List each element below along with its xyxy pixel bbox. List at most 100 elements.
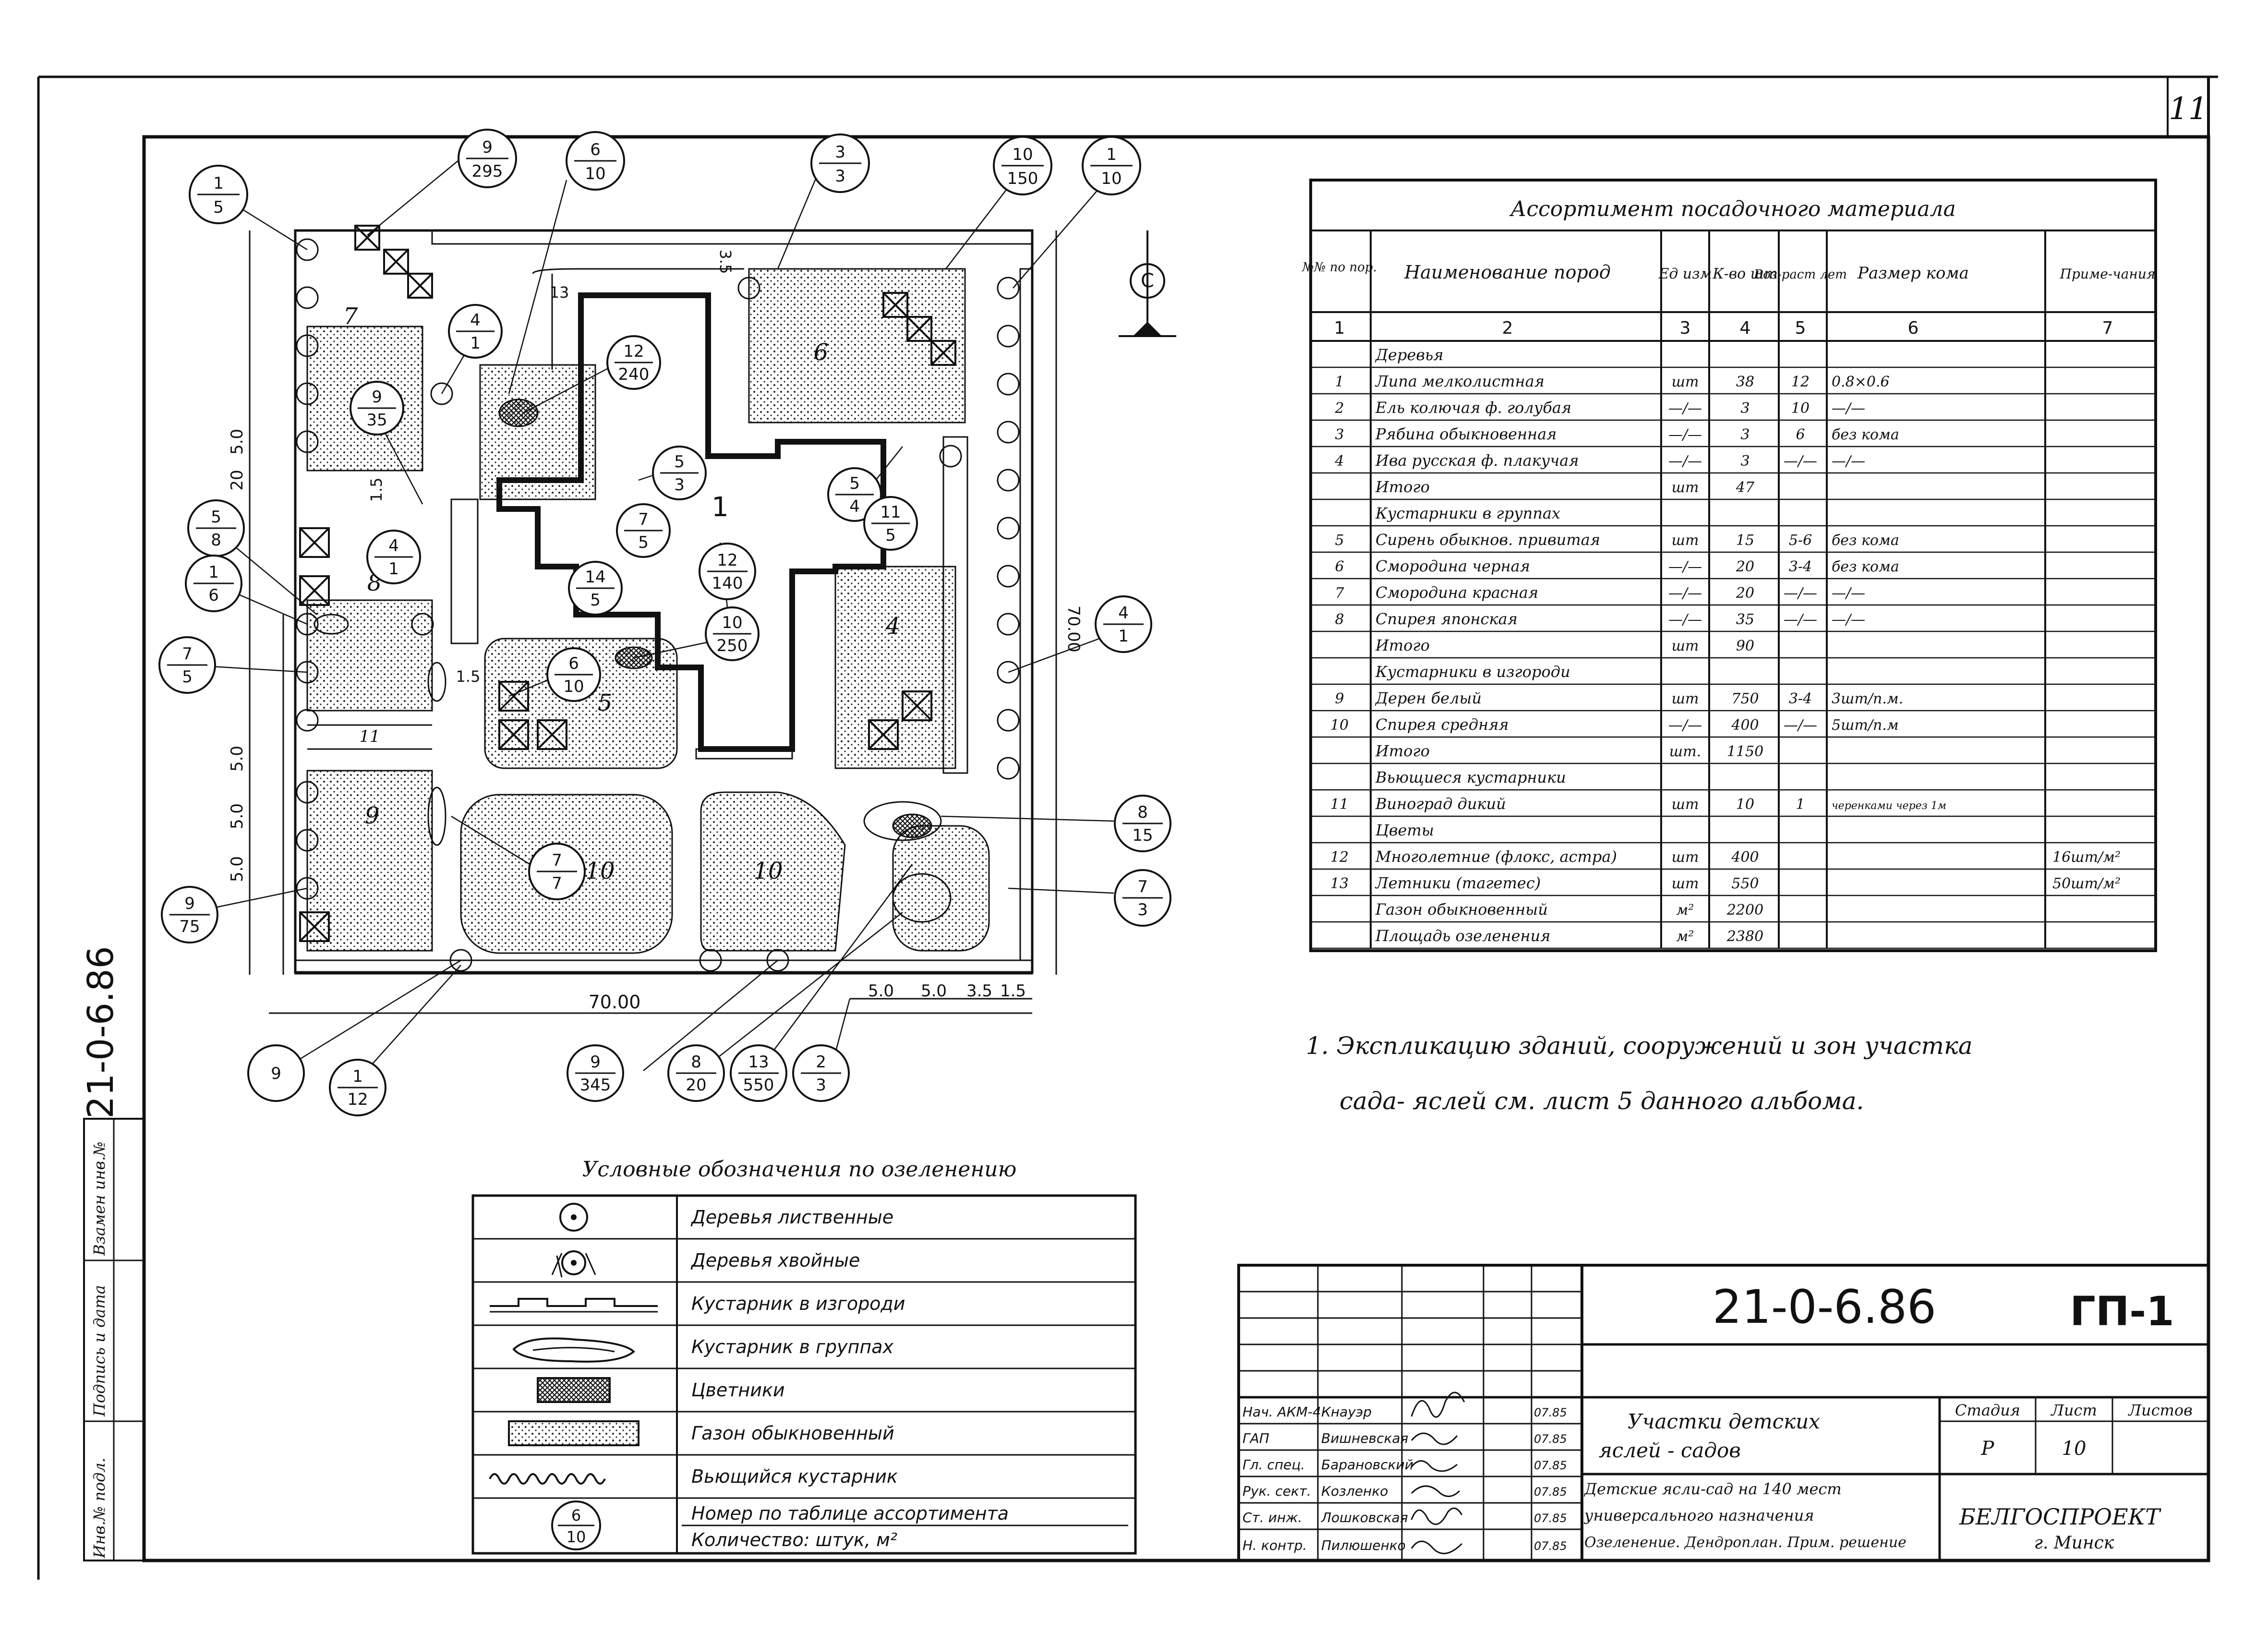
callout: 145 xyxy=(568,561,623,616)
table-cell: 3 xyxy=(1335,426,1344,443)
callout-quantity: 10 xyxy=(1101,169,1122,188)
staff-name: Козленко xyxy=(1321,1483,1388,1499)
table-cell: шт xyxy=(1672,479,1699,496)
col-number: 1 xyxy=(1334,318,1345,338)
callout-quantity: 140 xyxy=(712,574,743,593)
callout-number: 9 xyxy=(184,894,195,913)
staff-role: Нач. АКМ-4 xyxy=(1243,1404,1321,1420)
table-cell: Кустарники в группах xyxy=(1375,504,1560,522)
table-cell: 0.8×0.6 xyxy=(1832,374,1890,390)
zone-label: 9 xyxy=(365,802,380,829)
sheet-frame xyxy=(37,75,2218,1580)
legend-label: Газон обыкновенный xyxy=(691,1423,894,1444)
callout-number: 5 xyxy=(674,452,685,472)
table-cell: —/— xyxy=(1668,453,1702,470)
legend-label: Номер по таблице ассортимента xyxy=(691,1503,1009,1524)
callout-quantity: 35 xyxy=(366,411,387,430)
callout-number: 9 xyxy=(271,1064,281,1083)
table-cell: 5-6 xyxy=(1789,532,1812,549)
callout-number: 9 xyxy=(590,1052,601,1072)
dim-label: 70.00 xyxy=(1064,605,1083,652)
table-cell: 1 xyxy=(1796,796,1805,813)
table-cell: Вьющиеся кустарники xyxy=(1375,768,1566,786)
table-cell: 16шт/м² xyxy=(2052,849,2121,866)
callout-number: 10 xyxy=(1012,145,1033,164)
table-cell: —/— xyxy=(1668,558,1702,575)
callout: 935 xyxy=(350,381,404,435)
legend-label: Кустарник в группах xyxy=(691,1336,893,1357)
zone-label: 10 xyxy=(585,858,615,884)
table-cell: шт. xyxy=(1669,743,1701,760)
flower-bed-icon xyxy=(537,1377,611,1403)
callout-quantity: 5 xyxy=(638,533,649,552)
deciduous-tree-icon xyxy=(559,1203,588,1232)
table-cell: —/— xyxy=(1832,585,1865,602)
table-cell: 20 xyxy=(1736,585,1754,602)
general-note: 1. Экспликацию зданий, сооружений и зон … xyxy=(1306,1032,1973,1115)
stage-value: Р xyxy=(1981,1438,1995,1460)
callout-number: 7 xyxy=(182,644,193,664)
callout-quantity: 240 xyxy=(618,365,650,384)
table-cell: —/— xyxy=(1668,400,1702,417)
callout-number: 2 xyxy=(816,1052,826,1072)
dim-label: 1.5 xyxy=(456,667,481,686)
table-cell: —/— xyxy=(1784,611,1817,628)
table-cell: Итого xyxy=(1375,742,1430,760)
callout-quantity: 5 xyxy=(213,198,224,217)
table-cell: —/— xyxy=(1832,611,1865,628)
callout-number: 3 xyxy=(835,143,845,162)
staff-role: Рук. сект. xyxy=(1243,1483,1311,1499)
table-cell: 15 xyxy=(1736,532,1754,549)
callout: 73 xyxy=(1114,869,1171,927)
dimension-lines xyxy=(249,230,1057,1014)
callout-quantity: 550 xyxy=(743,1076,774,1095)
callout-quantity: 75 xyxy=(179,917,200,936)
callout-number: 6 xyxy=(568,654,579,673)
table-cell: без кома xyxy=(1832,426,1899,443)
hedge-icon xyxy=(490,1298,658,1313)
table-cell: Виноград дикий xyxy=(1375,795,1506,813)
callout: 54 xyxy=(827,467,882,522)
table-cell: 3-4 xyxy=(1789,690,1812,707)
table-header: Наименование пород xyxy=(1404,262,1611,283)
zone-label: 6 xyxy=(814,339,829,366)
table-cell: 38 xyxy=(1736,374,1754,390)
drawing-mark: ГП-1 xyxy=(2070,1288,2174,1335)
callout: 23 xyxy=(792,1044,850,1102)
callout: 15 xyxy=(189,165,248,224)
note-line: 1. Экспликацию зданий, сооружений и зон … xyxy=(1306,1032,1973,1060)
dim-label: 5.0 xyxy=(228,746,247,772)
table-cell: 3 xyxy=(1740,400,1749,417)
callout-quantity: 250 xyxy=(717,636,748,655)
dim-label: 13 xyxy=(550,283,569,302)
callout-number: 8 xyxy=(691,1052,701,1072)
sheet-value: 10 xyxy=(2062,1438,2087,1460)
zone-label: 10 xyxy=(753,858,783,884)
callout-number: 13 xyxy=(748,1052,769,1072)
project-description: Детские ясли-сад на 140 мест xyxy=(1583,1480,1842,1498)
table-row: Кустарники в группах xyxy=(1375,504,1560,522)
sheets-header: Листов xyxy=(2127,1401,2192,1419)
callout-quantity: 5 xyxy=(885,526,896,545)
note-line: сада- яслей см. лист 5 данного альбома. xyxy=(1339,1087,1864,1115)
legend-sample-number: 6 xyxy=(571,1506,581,1524)
staff-name: Вишневская xyxy=(1321,1430,1408,1446)
callout-quantity: 1 xyxy=(1118,627,1129,646)
callout-quantity: 15 xyxy=(1132,826,1153,845)
table-cell: Смородина красная xyxy=(1375,583,1538,602)
callout-number: 1 xyxy=(352,1067,363,1086)
table-cell: 2200 xyxy=(1726,902,1763,919)
table-cell: —/— xyxy=(1784,585,1817,602)
dim-label: 5.0 xyxy=(228,803,247,829)
table-cell: Спирея средняя xyxy=(1375,715,1509,734)
